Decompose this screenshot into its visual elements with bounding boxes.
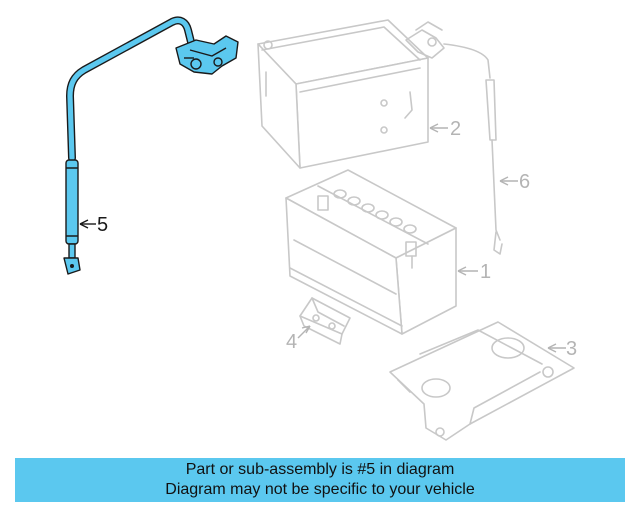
banner-line-1: Part or sub-assembly is #5 in diagram [185,461,455,478]
callout-6-number: 6 [519,171,530,193]
battery-cell-caps [333,189,417,234]
parts-diagram: 1 2 3 4 5 6 [63,16,577,441]
callout-4-number: 4 [286,331,297,353]
battery-cover [257,19,429,169]
positive-cable [63,16,239,275]
battery [285,169,457,335]
cable-sleeve [65,159,79,245]
info-banner: Part or sub-assembly is #5 in diagram Di… [15,458,625,502]
callout-4[interactable]: 4 [286,325,311,353]
callout-2[interactable]: 2 [429,118,461,140]
battery-tray [389,321,575,441]
callout-3-number: 3 [566,338,577,360]
callout-6[interactable]: 6 [499,171,530,193]
callout-5-number: 5 [97,214,108,236]
cable-ring-terminal [63,243,81,275]
negative-cable [405,21,503,255]
callout-5[interactable]: 5 [79,214,108,236]
callout-2-number: 2 [450,118,461,140]
callout-1-number: 1 [480,261,491,283]
banner-line-2: Diagram may not be specific to your vehi… [165,481,475,498]
cable-terminal-clamp [175,35,239,75]
callout-1[interactable]: 1 [457,261,491,283]
battery-terminals [317,195,417,257]
hold-down-clamp [299,297,351,345]
callout-3[interactable]: 3 [547,338,577,360]
